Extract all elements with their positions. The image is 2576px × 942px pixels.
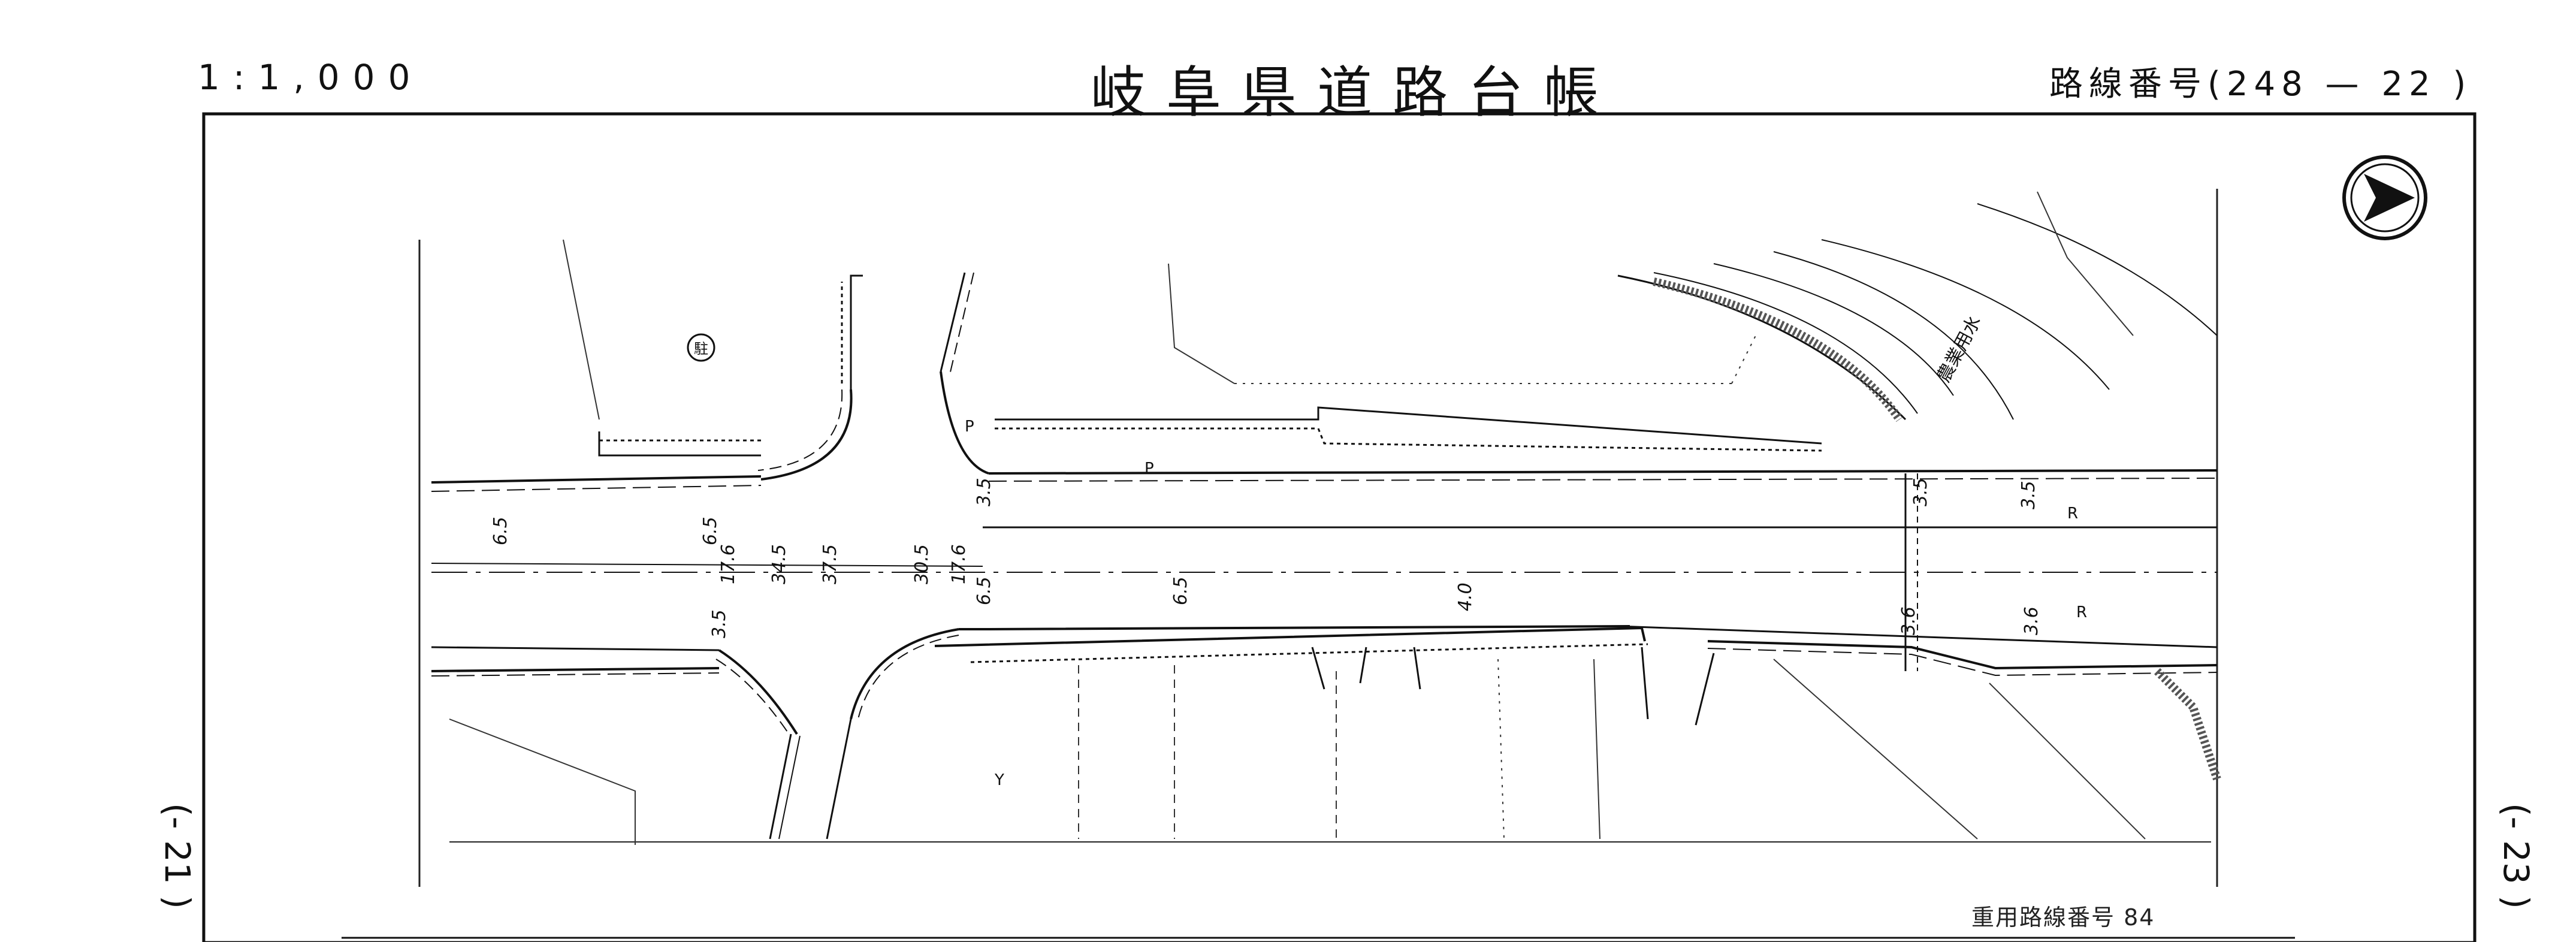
dimension-label: 3.6 xyxy=(1898,606,1919,635)
dimension-label: 3.6 xyxy=(2021,606,2042,635)
dimension-label: 17.6 xyxy=(949,544,970,584)
road-width-dimensions: 6.5 6.5 17.6 34.5 37.5 30.5 17.6 3.5 6.5… xyxy=(490,478,2042,638)
embankments xyxy=(598,274,1822,726)
waterway-band xyxy=(1617,203,2221,781)
plot-label-p: P xyxy=(965,418,974,436)
dimension-label: 3.5 xyxy=(974,478,995,506)
dimension-label: 3.5 xyxy=(1910,478,1931,506)
map-scale: 1:1,000 xyxy=(198,57,424,98)
plot-label-r: R xyxy=(2067,505,2078,523)
dimension-label: 6.5 xyxy=(700,517,721,545)
dimension-label: 3.5 xyxy=(709,609,730,638)
route-number: 路線番号(248 — 22 ) xyxy=(2049,65,2472,104)
north-arrow-icon xyxy=(2342,155,2427,240)
main-road xyxy=(431,469,2218,677)
plot-label-p-2: P xyxy=(1144,460,1154,478)
parking-symbol: 駐 xyxy=(694,340,708,357)
overlap-route-number: 重用路線番号 84 xyxy=(1971,904,2155,931)
property-lines xyxy=(449,191,2146,845)
parking-symbol-icon xyxy=(687,333,715,362)
dimension-label: 6.5 xyxy=(974,576,995,605)
dimension-label: 6.5 xyxy=(1170,576,1191,605)
plot-label-r-2: R xyxy=(2076,603,2087,621)
dimension-label: 30.5 xyxy=(911,544,932,584)
dimension-label: 34.5 xyxy=(769,544,790,584)
dimension-label: 6.5 xyxy=(490,517,511,545)
dimension-label: 4.0 xyxy=(1455,582,1476,611)
adjacent-sheet-left: (- 21 ) xyxy=(157,803,198,909)
intersection xyxy=(715,272,989,840)
dimension-label: 17.6 xyxy=(718,544,739,584)
adjacent-sheet-right: (- 23 ) xyxy=(2496,803,2536,909)
waterway-label: 農業用水 xyxy=(1933,312,1985,385)
dimension-label: 3.5 xyxy=(2018,481,2039,509)
map-frame xyxy=(202,112,2477,942)
dimension-label: 37.5 xyxy=(820,544,841,584)
plot-label-y: Y xyxy=(994,771,1004,789)
